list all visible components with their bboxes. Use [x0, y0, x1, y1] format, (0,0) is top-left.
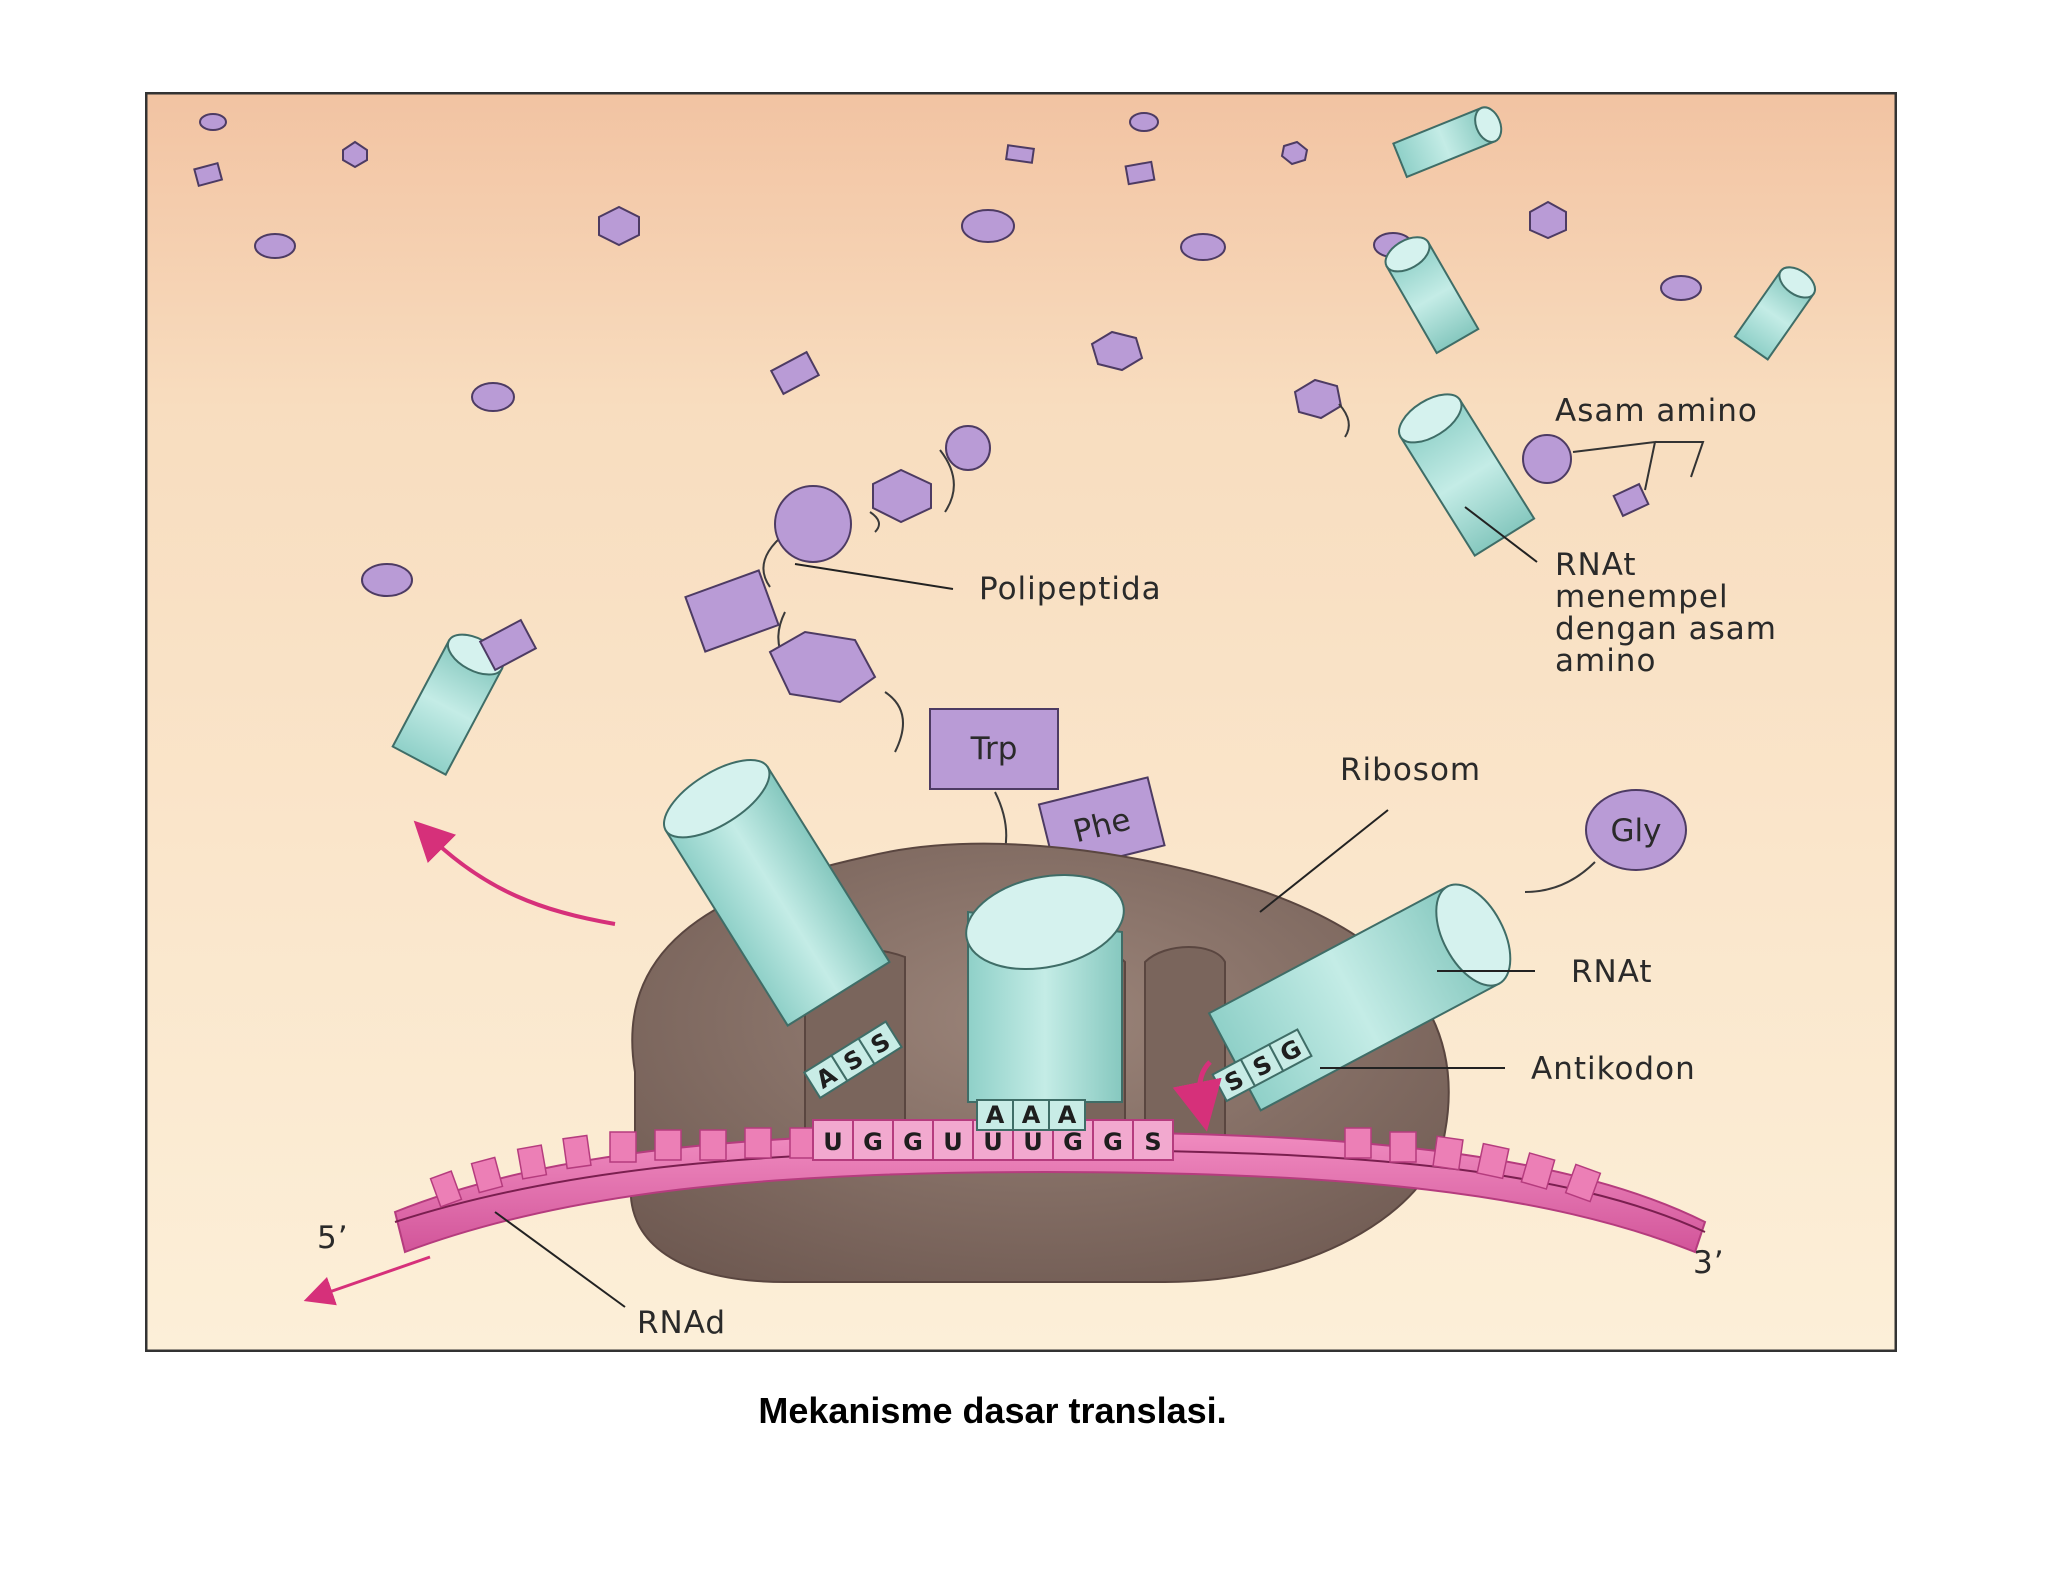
svg-text:U: U — [983, 1128, 1003, 1156]
codon-7: G — [1092, 1119, 1134, 1161]
codon-2: G — [892, 1119, 934, 1161]
trna-exit: A S S — [662, 759, 903, 1100]
trp-label: Trp — [970, 731, 1018, 767]
svg-text:A: A — [986, 1101, 1005, 1129]
amino-acid-trp: Trp — [929, 708, 1059, 790]
anticodon-right-2: G — [1267, 1028, 1313, 1073]
asam-amino-label: Asam amino — [1555, 393, 1758, 429]
trna-incoming: S S G — [1207, 883, 1512, 1112]
ribosom-label: Ribosom — [1340, 752, 1481, 788]
antikodon-label: Antikodon — [1531, 1051, 1696, 1087]
mrna-teeth — [429, 1125, 1602, 1208]
three-prime-label: 3’ — [1693, 1245, 1725, 1281]
rnad-label: RNAd — [637, 1305, 726, 1341]
svg-text:A: A — [1058, 1101, 1077, 1129]
polypeptide-chain — [684, 425, 1008, 903]
anticodon-middle-0: A — [976, 1099, 1014, 1131]
anticodon-left-2: S — [857, 1020, 903, 1066]
anticodon-right-1: S — [1239, 1043, 1285, 1088]
rnat-attached-line-4: amino — [1555, 643, 1656, 679]
codon-8: S — [1132, 1119, 1174, 1161]
legend-amino-circle — [1522, 434, 1572, 484]
svg-text:U: U — [823, 1128, 843, 1156]
rnat-attached-line-2: menempel — [1555, 579, 1729, 615]
leader-lines — [494, 506, 1538, 1308]
translation-diagram: Trp Phe Gly — [145, 92, 1897, 1352]
anticodon-right-0: S — [1211, 1058, 1257, 1103]
svg-text:G: G — [1063, 1128, 1083, 1156]
floating-trna-group — [391, 106, 1816, 776]
svg-text:G: G — [903, 1128, 923, 1156]
mrna-direction-arrow — [303, 1255, 431, 1306]
svg-text:G: G — [1103, 1128, 1123, 1156]
codon-1: G — [852, 1119, 894, 1161]
codon-3: U — [932, 1119, 974, 1161]
anticodon-middle-1: A — [1012, 1099, 1050, 1131]
legend-amino-diamond — [1612, 482, 1650, 518]
anticodon-left-1: S — [830, 1037, 876, 1083]
anticodon-left-0: A — [802, 1054, 849, 1100]
svg-text:U: U — [943, 1128, 963, 1156]
exit-arrow — [413, 820, 616, 926]
amino-acid-gly: Gly — [1524, 789, 1687, 893]
codon-0: U — [812, 1119, 854, 1161]
rnat-label: RNAt — [1571, 954, 1653, 990]
five-prime-label: 5’ — [317, 1220, 349, 1256]
svg-text:S: S — [1144, 1128, 1161, 1156]
svg-text:U: U — [1023, 1128, 1043, 1156]
gly-label: Gly — [1611, 813, 1662, 849]
rnat-attached-line-1: RNAt — [1555, 547, 1637, 583]
anticodon-middle-2: A — [1048, 1099, 1086, 1131]
trna-psite: A A A — [965, 873, 1125, 1131]
figure-caption: Mekanisme dasar translasi. — [758, 1390, 1227, 1431]
svg-text:G: G — [863, 1128, 883, 1156]
polipeptida-label: Polipeptida — [979, 571, 1162, 607]
rnat-attached-line-3: dengan asam — [1555, 611, 1777, 647]
svg-text:A: A — [1022, 1101, 1041, 1129]
entry-arrow — [1172, 1060, 1222, 1132]
